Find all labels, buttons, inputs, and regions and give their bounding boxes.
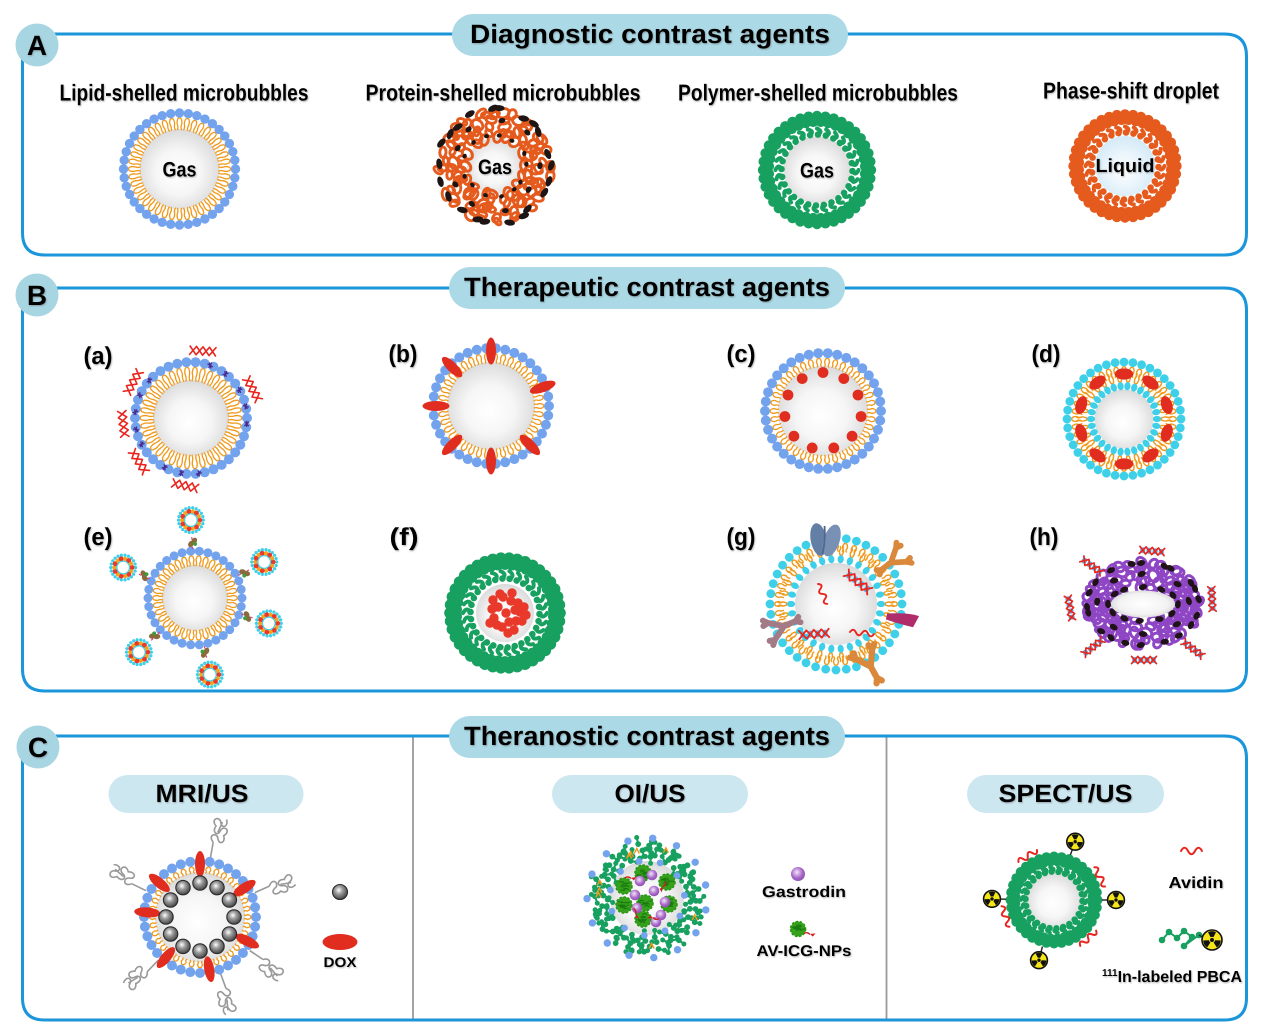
svg-text:Phase-shift droplet: Phase-shift droplet bbox=[1043, 78, 1219, 104]
svg-text:MRI/US: MRI/US bbox=[156, 780, 249, 808]
svg-text:OI/US: OI/US bbox=[615, 780, 686, 808]
svg-text:AV-ICG-NPs: AV-ICG-NPs bbox=[757, 943, 852, 960]
svg-text:(h): (h) bbox=[1030, 524, 1059, 551]
svg-text:Gas: Gas bbox=[163, 159, 197, 182]
svg-text:C: C bbox=[28, 732, 48, 763]
svg-text:Protein-shelled microbubbles: Protein-shelled microbubbles bbox=[366, 80, 641, 106]
svg-text:(a): (a) bbox=[84, 343, 113, 370]
svg-text:(c): (c) bbox=[727, 341, 756, 368]
svg-text:Polymer-shelled microbubbles: Polymer-shelled microbubbles bbox=[678, 80, 958, 106]
svg-text:Therapeutic contrast agents: Therapeutic contrast agents bbox=[464, 272, 830, 302]
svg-text:Gas: Gas bbox=[800, 160, 834, 183]
svg-text:DOX: DOX bbox=[324, 954, 358, 970]
svg-text:A: A bbox=[27, 30, 47, 61]
svg-text:Liquid: Liquid bbox=[1096, 156, 1155, 177]
svg-text:Theranostic contrast agents: Theranostic contrast agents bbox=[464, 721, 830, 751]
svg-text:Lipid-shelled microbubbles: Lipid-shelled microbubbles bbox=[60, 80, 309, 106]
svg-text:Gastrodin: Gastrodin bbox=[762, 884, 846, 901]
svg-text:B: B bbox=[27, 280, 47, 311]
svg-text:Diagnostic contrast agents: Diagnostic contrast agents bbox=[470, 19, 830, 49]
svg-text:(d): (d) bbox=[1032, 341, 1061, 368]
svg-text:Gas: Gas bbox=[478, 156, 512, 179]
svg-text:111In-labeled PBCA: 111In-labeled PBCA bbox=[1102, 968, 1243, 986]
svg-text:SPECT/US: SPECT/US bbox=[999, 780, 1133, 808]
svg-text:(e): (e) bbox=[84, 524, 113, 551]
svg-text:(b): (b) bbox=[389, 341, 418, 368]
svg-text:(g): (g) bbox=[727, 524, 756, 551]
svg-text:Avidin: Avidin bbox=[1169, 875, 1224, 892]
svg-text:(f): (f) bbox=[390, 524, 419, 551]
